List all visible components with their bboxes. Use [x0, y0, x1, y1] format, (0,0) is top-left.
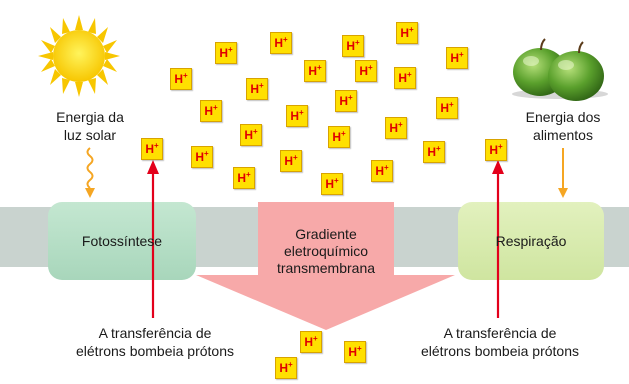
- food-energy-line2: alimentos: [533, 127, 593, 143]
- pump-right-label: A transferência de elétrons bombeia prót…: [385, 324, 615, 360]
- food-energy-label: Energia dos alimentos: [508, 108, 618, 144]
- proton-marker: H+: [394, 67, 416, 89]
- photosynthesis-box: [48, 202, 196, 280]
- proton-marker: H+: [286, 105, 308, 127]
- solar-energy-label: Energia da luz solar: [40, 108, 140, 144]
- proton-marker: H+: [485, 139, 507, 161]
- proton-marker: H+: [275, 357, 297, 379]
- gradient-line3: transmembrana: [276, 260, 376, 276]
- sun-icon: [38, 15, 120, 97]
- gradient-arrow: [196, 202, 455, 330]
- pump-left-label: A transferência de elétrons bombeia prót…: [40, 324, 270, 360]
- gradient-line2: eletroquímico: [283, 243, 369, 259]
- pump-left-line2: elétrons bombeia prótons: [76, 343, 234, 359]
- proton-marker: H+: [321, 173, 343, 195]
- respiration-label: Respiração: [495, 233, 567, 249]
- proton-marker: H+: [170, 68, 192, 90]
- pump-arrow-right: [492, 160, 504, 318]
- proton-marker: H+: [446, 47, 468, 69]
- proton-marker: H+: [328, 126, 350, 148]
- proton-marker: H+: [215, 42, 237, 64]
- gradient-label: Gradiente eletroquímico transmembrana: [258, 226, 394, 277]
- proton-marker: H+: [200, 100, 222, 122]
- proton-marker: H+: [233, 167, 255, 189]
- proton-marker: H+: [335, 90, 357, 112]
- proton-marker: H+: [355, 60, 377, 82]
- proton-marker: H+: [191, 146, 213, 168]
- proton-marker: H+: [342, 35, 364, 57]
- food-energy-line1: Energia dos: [525, 109, 601, 125]
- proton-marker: H+: [240, 124, 262, 146]
- pump-right-line2: elétrons bombeia prótons: [421, 343, 579, 359]
- food-energy-arrow: [558, 148, 568, 198]
- proton-marker: H+: [300, 331, 322, 353]
- proton-marker: H+: [385, 117, 407, 139]
- proton-marker: H+: [270, 32, 292, 54]
- proton-marker: H+: [371, 160, 393, 182]
- photosynthesis-label: Fotossíntese: [81, 233, 163, 249]
- pump-left-line1: A transferência de: [98, 325, 212, 341]
- gradient-line1: Gradiente: [295, 226, 357, 242]
- apples-icon: [512, 38, 608, 101]
- solar-energy-line2: luz solar: [63, 127, 117, 143]
- proton-marker: H+: [280, 150, 302, 172]
- proton-marker: H+: [423, 141, 445, 163]
- proton-marker: H+: [436, 97, 458, 119]
- solar-energy-line1: Energia da: [56, 109, 124, 125]
- solar-energy-arrow: [85, 147, 95, 198]
- pump-right-line1: A transferência de: [443, 325, 557, 341]
- respiration-box: [458, 202, 604, 280]
- proton-marker: H+: [141, 138, 163, 160]
- pump-arrow-left: [147, 160, 159, 318]
- proton-marker: H+: [344, 341, 366, 363]
- proton-marker: H+: [246, 78, 268, 100]
- proton-marker: H+: [304, 60, 326, 82]
- proton-marker: H+: [396, 22, 418, 44]
